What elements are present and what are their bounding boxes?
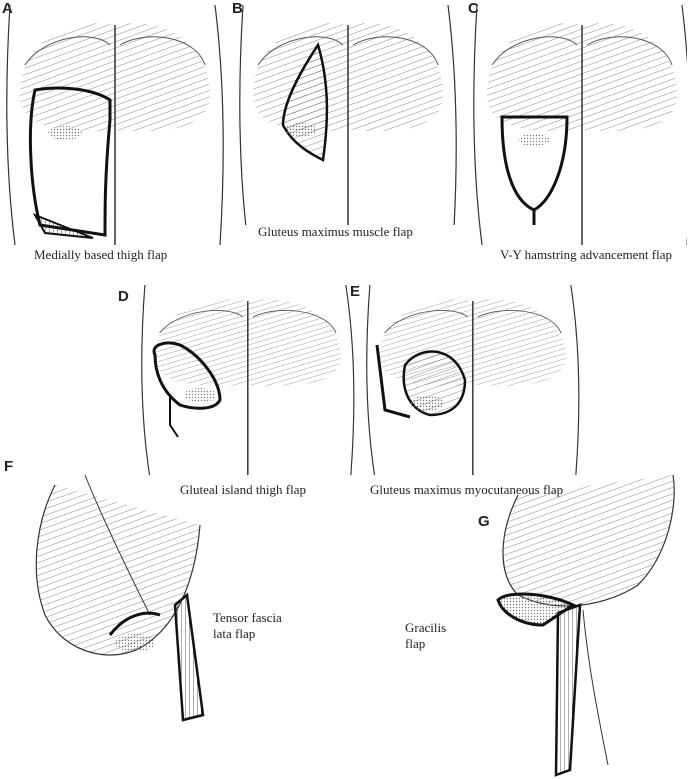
- panel-b-illustration: [238, 5, 458, 225]
- caption-g-line2: flap: [405, 636, 426, 651]
- panel-e-illustration: [365, 285, 580, 475]
- panel-label-d: D: [118, 288, 129, 305]
- panel-label-f: F: [4, 458, 14, 475]
- panel-label-g: G: [478, 513, 490, 530]
- panel-d-illustration: [140, 285, 355, 475]
- caption-b: Gluteus maximus muscle flap: [258, 224, 413, 239]
- caption-f-line1: Tensor fascia: [213, 610, 282, 625]
- flap-outline: [28, 86, 112, 237]
- defect-area: [48, 126, 82, 140]
- panel-label-e: E: [350, 283, 361, 300]
- island-flap: [152, 341, 222, 410]
- caption-d: Gluteal island thigh flap: [180, 482, 307, 497]
- v-y-flap: [500, 115, 569, 212]
- panel-g-illustration: [496, 474, 675, 777]
- caption-g-line1: Gracilis: [405, 620, 447, 635]
- caption-c: V-Y hamstring advancement flap: [500, 247, 672, 262]
- tfl-flap: [173, 592, 205, 722]
- panel-label-c: C: [468, 0, 479, 17]
- panel-label-b: B: [232, 0, 243, 17]
- panel-a-illustration: [5, 5, 225, 245]
- gracilis-flap: [554, 603, 582, 777]
- caption-e: Gluteus maximus myocutaneous flap: [370, 482, 564, 497]
- panel-f-illustration: [35, 474, 205, 722]
- caption-f-line2: lata flap: [213, 626, 256, 641]
- panel-c-illustration: [472, 5, 687, 245]
- caption-a: Medially based thigh flap: [34, 247, 168, 262]
- panel-label-a: A: [2, 0, 13, 17]
- defect-area: [496, 592, 577, 627]
